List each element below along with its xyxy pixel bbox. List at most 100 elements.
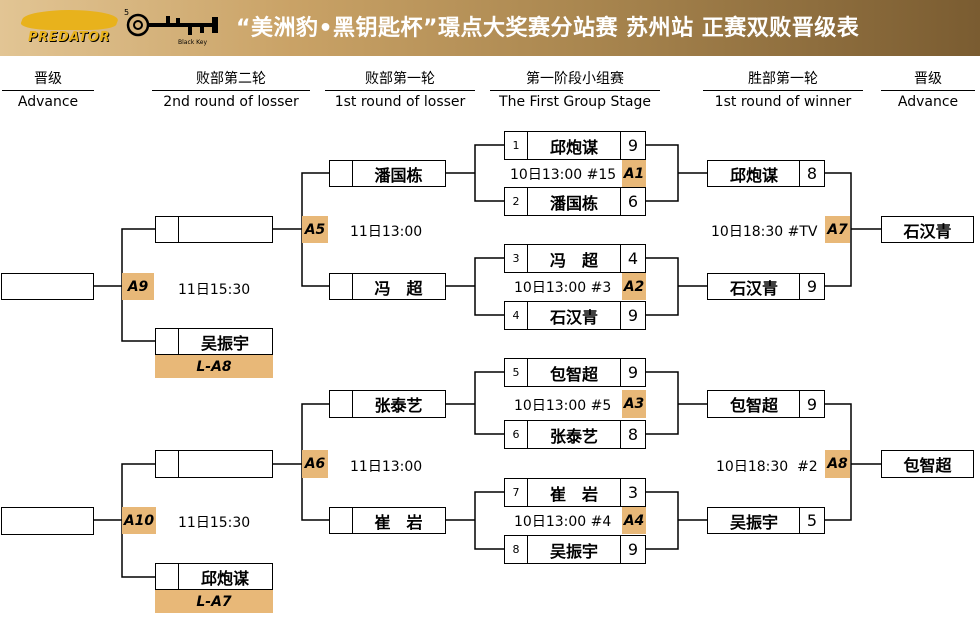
match-tag-a4: A4	[622, 507, 646, 534]
losers1-1-time: 11日13:00	[350, 224, 423, 240]
losers2-1-player-a	[155, 216, 273, 243]
losers1-1-player-b: 冯 超	[329, 273, 446, 300]
match-tag-a6: A6	[302, 450, 328, 478]
seed-cell	[156, 451, 179, 477]
match-tag-a2: A2	[622, 273, 646, 300]
black-key-logo-number: 5	[124, 8, 130, 17]
seed-cell	[156, 564, 179, 589]
group-match-2-player-a: 3 冯 超 4	[504, 244, 646, 273]
key-icon	[126, 13, 218, 37]
player-name: 吴振宇	[200, 333, 249, 353]
player-name: 石汉青	[903, 221, 952, 241]
seed-cell	[156, 329, 179, 354]
winners-2-player-b: 吴振宇 5	[707, 507, 825, 534]
player-name: 邱炮谋	[729, 165, 778, 185]
group-match-1-player-b: 2 潘国栋 6	[504, 187, 646, 216]
player-name: 张泰艺	[374, 396, 423, 415]
column-header-losers1: 败部第一轮 1st round of losser	[325, 68, 475, 113]
winners-1-player-a: 邱炮谋 8	[707, 160, 825, 187]
group-match-1-time: 10日13:00 #15	[510, 167, 617, 183]
player-name: 吴振宇	[729, 512, 778, 532]
player-name	[2, 508, 93, 534]
column-header-cn: 晋级	[914, 71, 942, 87]
seed-cell	[330, 161, 353, 186]
losers2-2-player-a	[155, 450, 273, 478]
drop-in-label: L-A7	[155, 590, 273, 613]
player-name: 崔 岩	[374, 512, 423, 532]
player-name: 潘国栋	[374, 165, 423, 185]
player-score: 8	[620, 421, 645, 448]
page-title: “美洲豹•黑钥匙杯”璟点大奖赛分站赛 苏州站 正赛双败晋级表	[236, 16, 860, 41]
advance-left-2	[1, 507, 94, 535]
player-score: 9	[620, 536, 645, 563]
player-name: 张泰艺	[549, 426, 598, 446]
player-score: 9	[799, 274, 824, 299]
player-name: 吴振宇	[549, 541, 598, 561]
player-name: 邱炮谋	[549, 137, 598, 157]
player-name: 崔 岩	[549, 484, 598, 504]
player-score: 5	[799, 508, 824, 533]
losers1-2-time: 11日13:00	[350, 459, 423, 475]
match-tag-a7: A7	[825, 216, 850, 243]
advance-right-2: 包智超	[881, 450, 974, 478]
seed-cell	[156, 217, 179, 242]
column-header-losers2: 败部第二轮 2nd round of losser	[152, 68, 310, 113]
seed-cell	[330, 274, 353, 299]
player-name	[178, 451, 272, 477]
match-tag-a8: A8	[825, 450, 850, 478]
seed-cell	[330, 508, 353, 533]
player-name: 包智超	[549, 364, 598, 384]
losers2-2-player-b: 邱炮谋	[155, 563, 273, 590]
column-header-advance-left: 晋级 Advance	[2, 68, 94, 113]
seed-cell	[330, 391, 353, 417]
player-score: 8	[799, 161, 824, 186]
advance-right-1: 石汉青	[881, 216, 974, 243]
player-name: 邱炮谋	[200, 568, 249, 588]
player-name	[2, 274, 93, 299]
match-tag-a10: A10	[122, 507, 156, 534]
losers1-2-player-a: 张泰艺	[329, 390, 446, 418]
player-score: 4	[620, 245, 645, 272]
column-header-en: The First Group Stage	[490, 90, 660, 113]
match-tag-a5: A5	[302, 216, 328, 243]
column-header-cn: 胜部第一轮	[748, 71, 818, 87]
player-name: 潘国栋	[549, 193, 598, 213]
losers1-2-player-b: 崔 岩	[329, 507, 446, 534]
column-header-en: 2nd round of losser	[152, 90, 310, 113]
black-key-logo-sub: Black Key	[178, 39, 208, 46]
player-score: 9	[620, 132, 645, 159]
group-match-4-player-a: 7 崔 岩 3	[504, 478, 646, 507]
black-key-logo: 5 Black Key	[124, 8, 226, 48]
column-header-cn: 第一阶段小组赛	[526, 71, 624, 87]
player-score: 3	[620, 479, 645, 506]
group-match-1-player-a: 1 邱炮谋 9	[504, 131, 646, 160]
winners-1-player-b: 石汉青 9	[707, 273, 825, 300]
group-match-4-time: 10日13:00 #4	[514, 514, 612, 530]
match-tag-a1: A1	[622, 160, 646, 187]
seed-number: 6	[505, 421, 528, 448]
player-score: 9	[620, 302, 645, 329]
group-match-3-player-a: 5 包智超 9	[504, 358, 646, 387]
player-score: 6	[620, 188, 645, 215]
player-name: 石汉青	[729, 278, 778, 298]
column-header-en: Advance	[2, 90, 94, 113]
drop-in-label: L-A8	[155, 355, 273, 378]
player-name	[178, 217, 272, 242]
column-header-advance-right: 晋级 Advance	[881, 68, 975, 113]
header-banner: PREDATOR 5 Black Key “美洲豹•黑钥匙杯”璟点大奖赛分站赛 …	[0, 0, 980, 56]
column-header-cn: 败部第一轮	[365, 71, 435, 87]
player-score: 9	[620, 359, 645, 386]
seed-number: 1	[505, 132, 528, 159]
match-tag-a3: A3	[622, 390, 646, 418]
player-name: 石汉青	[549, 307, 598, 327]
predator-logo-text: PREDATOR	[28, 30, 110, 45]
group-match-3-time: 10日13:00 #5	[514, 398, 612, 414]
column-header-cn: 晋级	[34, 71, 62, 87]
seed-number: 7	[505, 479, 528, 506]
winners-2-time: 10日18:30 #2	[716, 459, 818, 475]
group-match-2-player-b: 4 石汉青 9	[504, 301, 646, 330]
column-header-winners1: 胜部第一轮 1st round of winner	[703, 68, 863, 113]
seed-number: 3	[505, 245, 528, 272]
column-header-en: Advance	[881, 90, 975, 113]
winners-2-player-a: 包智超 9	[707, 390, 825, 418]
